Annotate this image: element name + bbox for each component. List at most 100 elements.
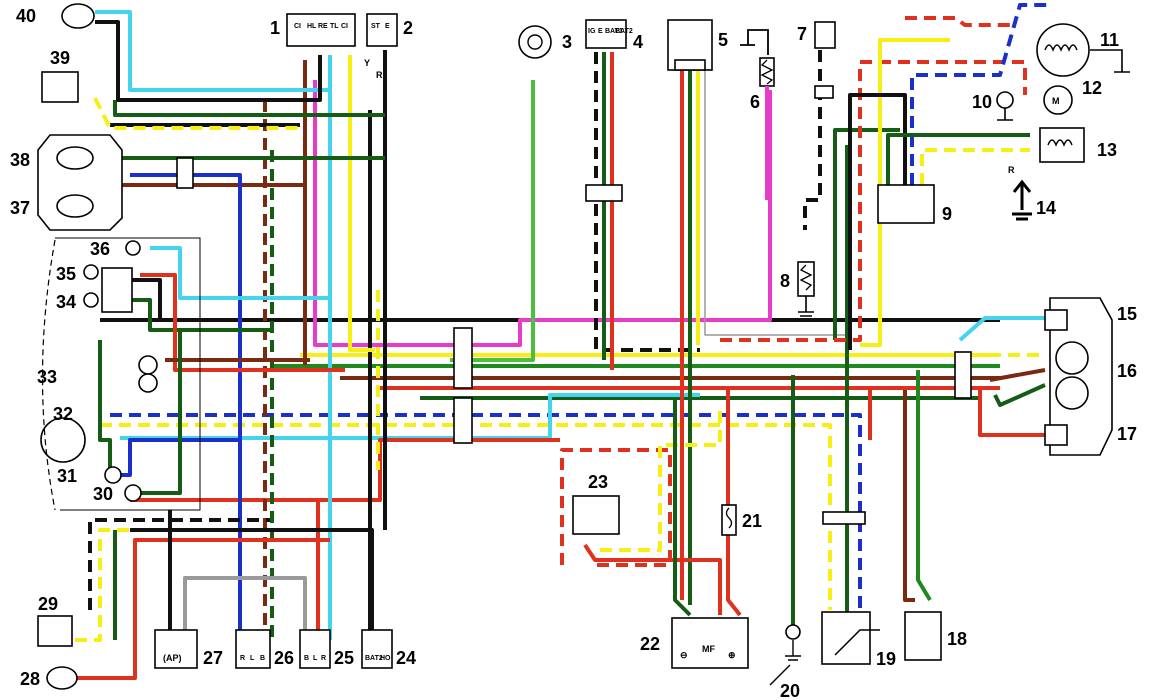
label-4: 4 — [633, 32, 643, 52]
component-28-bulb: 28 — [20, 666, 78, 690]
c13-wire-label: R — [1008, 165, 1015, 175]
component-18-brake-switch: 18 — [904, 611, 967, 661]
harness-connector-left — [453, 327, 473, 389]
wire-cyan-36 — [150, 246, 330, 300]
label-25: 25 — [334, 648, 354, 668]
component-20-ground: 20 — [769, 624, 801, 700]
wire-green-22 — [673, 400, 692, 617]
wire-pink-v — [313, 80, 772, 347]
c4-pin-1: IG — [588, 28, 596, 35]
label-31: 31 — [57, 466, 77, 486]
c27-mark: (AP) — [163, 653, 182, 663]
component-36-indicator: 36 — [90, 239, 141, 259]
label-9: 9 — [942, 204, 952, 224]
component-7-sensor: 7 — [797, 21, 836, 49]
component-1-combination-switch: CI HL RE TL CI 1 — [270, 13, 356, 47]
component-29-flasher: 29 — [37, 594, 73, 647]
component-8-resistor: 8 — [780, 261, 815, 317]
wire-blue-31 — [120, 438, 240, 477]
label-23: 23 — [588, 472, 608, 492]
wire-yellow-dash-top — [93, 97, 300, 130]
component-6-resistor: 6 — [740, 29, 775, 200]
label-38: 38 — [10, 150, 30, 170]
label-17: 17 — [1117, 424, 1137, 444]
c26-pin-3: B — [260, 655, 265, 662]
c12-symbol: M — [1052, 96, 1060, 106]
wire-black-dash-4 — [594, 52, 700, 352]
label-21: 21 — [742, 511, 762, 531]
component-rear-lamp-housing: 15 16 17 — [1044, 297, 1137, 456]
label-8: 8 — [780, 271, 790, 291]
label-19: 19 — [876, 649, 896, 669]
wire-yellow-dash-right — [920, 148, 1030, 185]
label-14: 14 — [1036, 198, 1056, 218]
component-25-switch: B L R 25 — [299, 629, 354, 669]
c26-pin-2: L — [250, 655, 255, 662]
component-14-spark-plug: 14 — [1012, 179, 1056, 221]
label-32: 32 — [53, 404, 73, 424]
wire-dkgreen-16 — [993, 383, 1046, 407]
c1-pin-4: TL — [330, 23, 339, 30]
wire-red-23 — [583, 543, 722, 615]
component-3-horn: 3 — [518, 25, 572, 59]
harness-connector-left-lower — [453, 397, 473, 444]
connector-38 — [176, 157, 194, 189]
wire-dkgreen-31 — [98, 340, 112, 470]
c1-pin-1: CI — [294, 23, 301, 30]
component-5-cdi-unit: 5 — [667, 19, 728, 71]
component-30-bulb: 30 — [93, 484, 142, 504]
label-24: 24 — [396, 648, 416, 668]
wire-trunk-red2 — [130, 438, 560, 502]
c4-pin-2: E — [598, 28, 603, 35]
component-4-ignition-switch: IG E BAT1 BAT2 4 — [585, 19, 643, 52]
wire-red-21 — [726, 390, 742, 617]
c1-pin-3: RE — [318, 23, 328, 30]
label-1: 1 — [270, 18, 280, 38]
wire-red-dash-top — [905, 16, 1010, 27]
label-13: 13 — [1097, 140, 1117, 160]
connector-7 — [814, 85, 834, 99]
component-31-bulb: 31 — [57, 466, 122, 486]
c2-pin-1: ST — [371, 23, 381, 30]
component-33-instrument-cluster: 33 — [37, 237, 201, 511]
c1-pin-2: HL — [307, 23, 317, 30]
component-headlamp-housing: 38 37 — [10, 134, 123, 231]
label-33: 33 — [37, 367, 57, 387]
component-10-sensor: 10 — [972, 91, 1014, 121]
label-12: 12 — [1082, 78, 1102, 98]
c4-pin-3: BAT1 — [605, 28, 623, 35]
component-34-indicator: 34 — [56, 292, 99, 312]
wire-dkgreen-right — [833, 128, 900, 340]
wire-black-top — [95, 20, 322, 102]
wire-dkgreen-34 — [130, 298, 270, 332]
label-28: 28 — [20, 669, 40, 689]
wire-black-24 — [130, 528, 374, 630]
c22-mark-pos: ⊕ — [728, 650, 736, 660]
label-20: 20 — [780, 681, 800, 700]
wire-brown-16 — [989, 368, 1046, 382]
component-40-bulb: 40 — [16, 3, 95, 29]
wire-gray-27 — [183, 576, 307, 630]
wire-yellow-v — [348, 55, 375, 352]
wire-black-35 — [130, 278, 185, 322]
c22-mark-neg: ⊖ — [680, 650, 688, 660]
wire-red-17 — [978, 390, 1045, 437]
label-36: 36 — [90, 239, 110, 259]
c25-pin-3: R — [321, 655, 326, 662]
wire-black-right — [848, 93, 907, 350]
label-40: 40 — [16, 6, 36, 26]
wire-yellow-dash-29 — [75, 528, 272, 642]
component-23-relay: 23 — [572, 472, 620, 535]
c4-pin-4: BAT2 — [615, 28, 633, 35]
component-32-meter: 32 — [40, 404, 86, 463]
component-22-battery: ⊖ MF ⊕ 22 — [640, 617, 749, 669]
c2-pin-2: E — [385, 23, 390, 30]
c2-wire-r: R — [376, 70, 383, 80]
wire-dkgreen-left — [113, 100, 385, 117]
wire-trunk-blue-dash — [110, 413, 862, 630]
wire-harness — [75, 3, 1050, 680]
c22-mark-mf: MF — [702, 644, 715, 654]
wire-trunk-cyan — [120, 393, 700, 440]
harness-connector-right — [954, 351, 972, 399]
component-39-relay: 39 — [41, 48, 79, 103]
